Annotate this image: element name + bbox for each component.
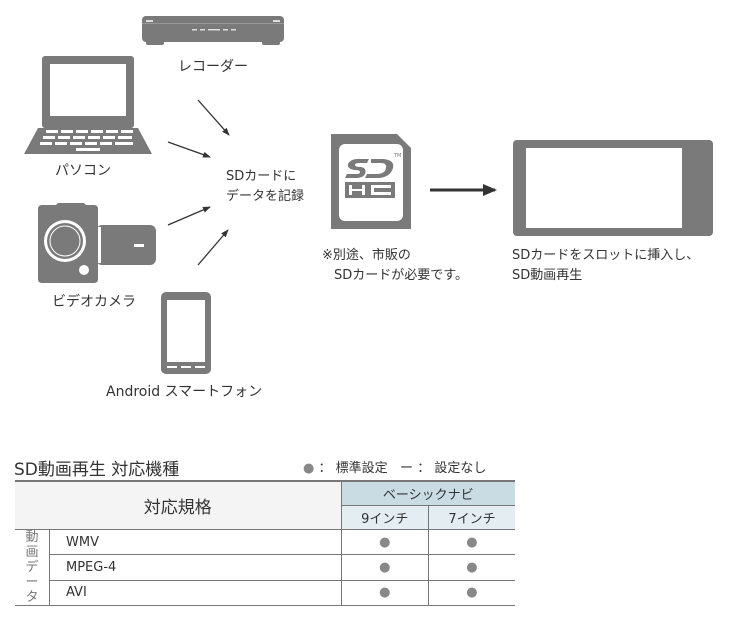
record-label: SDカードに データを記録 (226, 167, 304, 207)
category-char: タ (25, 590, 39, 605)
header-group: ベーシックナビ (341, 480, 515, 506)
legend-dot-label: ： 標準設定 (318, 461, 388, 476)
legend-dash-label: ： 設定なし (417, 461, 487, 476)
arrow-camera (167, 206, 211, 226)
smartphone-icon (161, 292, 211, 374)
navi-display-icon (513, 140, 713, 236)
table-title: SD動画再生 対応機種 (14, 460, 180, 480)
format-cell: MPEG-4 (49, 554, 342, 581)
sd-note-line-2: SDカードが必要です。 (334, 268, 468, 283)
record-label-line-1: SDカードに (226, 169, 297, 184)
sd-tm-mark: TM (393, 153, 401, 159)
playback-label: SDカードをスロットに挿入し、 SD動画再生 (512, 246, 699, 286)
header-col-7inch: 7インチ (428, 505, 515, 530)
support-mark: ● (379, 534, 391, 550)
laptop-icon (24, 56, 152, 154)
video-camera-label: ビデオカメラ (52, 294, 136, 310)
category-char: 動 (25, 530, 39, 545)
table-row: 動 画 デ ー タ WMV ● ● (15, 529, 515, 606)
playback-label-line-2: SD動画再生 (512, 268, 583, 283)
format-cell: WMV (49, 529, 342, 556)
support-mark: ● (379, 559, 391, 575)
pc-label: パソコン (55, 163, 111, 179)
android-label: Android スマートフォン (106, 384, 263, 400)
table-row: MPEG-4 ● ● (15, 554, 515, 581)
arrows-to-record (167, 99, 497, 266)
arrow-recorder (197, 99, 230, 136)
sd-note: ※別途、市販の SDカードが必要です。 (322, 246, 468, 286)
video-camera-icon (38, 203, 156, 283)
legend-dash-symbol: ー (400, 461, 414, 476)
table-row: AVI ● ● (15, 580, 515, 607)
category-char: デ (25, 560, 39, 575)
legend-dot-symbol: ● (303, 461, 315, 476)
playback-label-line-1: SDカードをスロットに挿入し、 (512, 248, 700, 263)
table-header-row: 対応規格 ベーシックナビ (15, 480, 515, 530)
table-legend: ● ： 標準設定 ー ： 設定なし (303, 457, 486, 476)
arrow-smartphone (197, 229, 229, 266)
sdhc-card-icon: TM (331, 134, 411, 229)
format-cell: AVI (49, 580, 342, 607)
header-supported-format: 対応規格 (15, 480, 342, 530)
category-char: 画 (25, 545, 39, 560)
support-mark: ● (466, 559, 478, 575)
table-subheader-row: 9インチ 7インチ (15, 505, 515, 530)
recorder-label: レコーダー (178, 59, 248, 75)
arrow-pc (167, 141, 211, 158)
support-mark: ● (379, 585, 391, 601)
support-mark: ● (466, 534, 478, 550)
compatibility-table: 対応規格 ベーシックナビ 9インチ 7インチ 動 画 デ ー タ WMV ● ●… (15, 480, 515, 607)
header-col-9inch: 9インチ (341, 505, 429, 530)
category-char: ー (25, 575, 39, 590)
sd-note-line-1: ※別途、市販の (322, 248, 411, 263)
recorder-icon (142, 16, 284, 45)
support-mark: ● (466, 585, 478, 601)
category-video-data: 動 画 デ ー タ (15, 529, 50, 606)
record-label-line-2: データを記録 (226, 189, 305, 204)
